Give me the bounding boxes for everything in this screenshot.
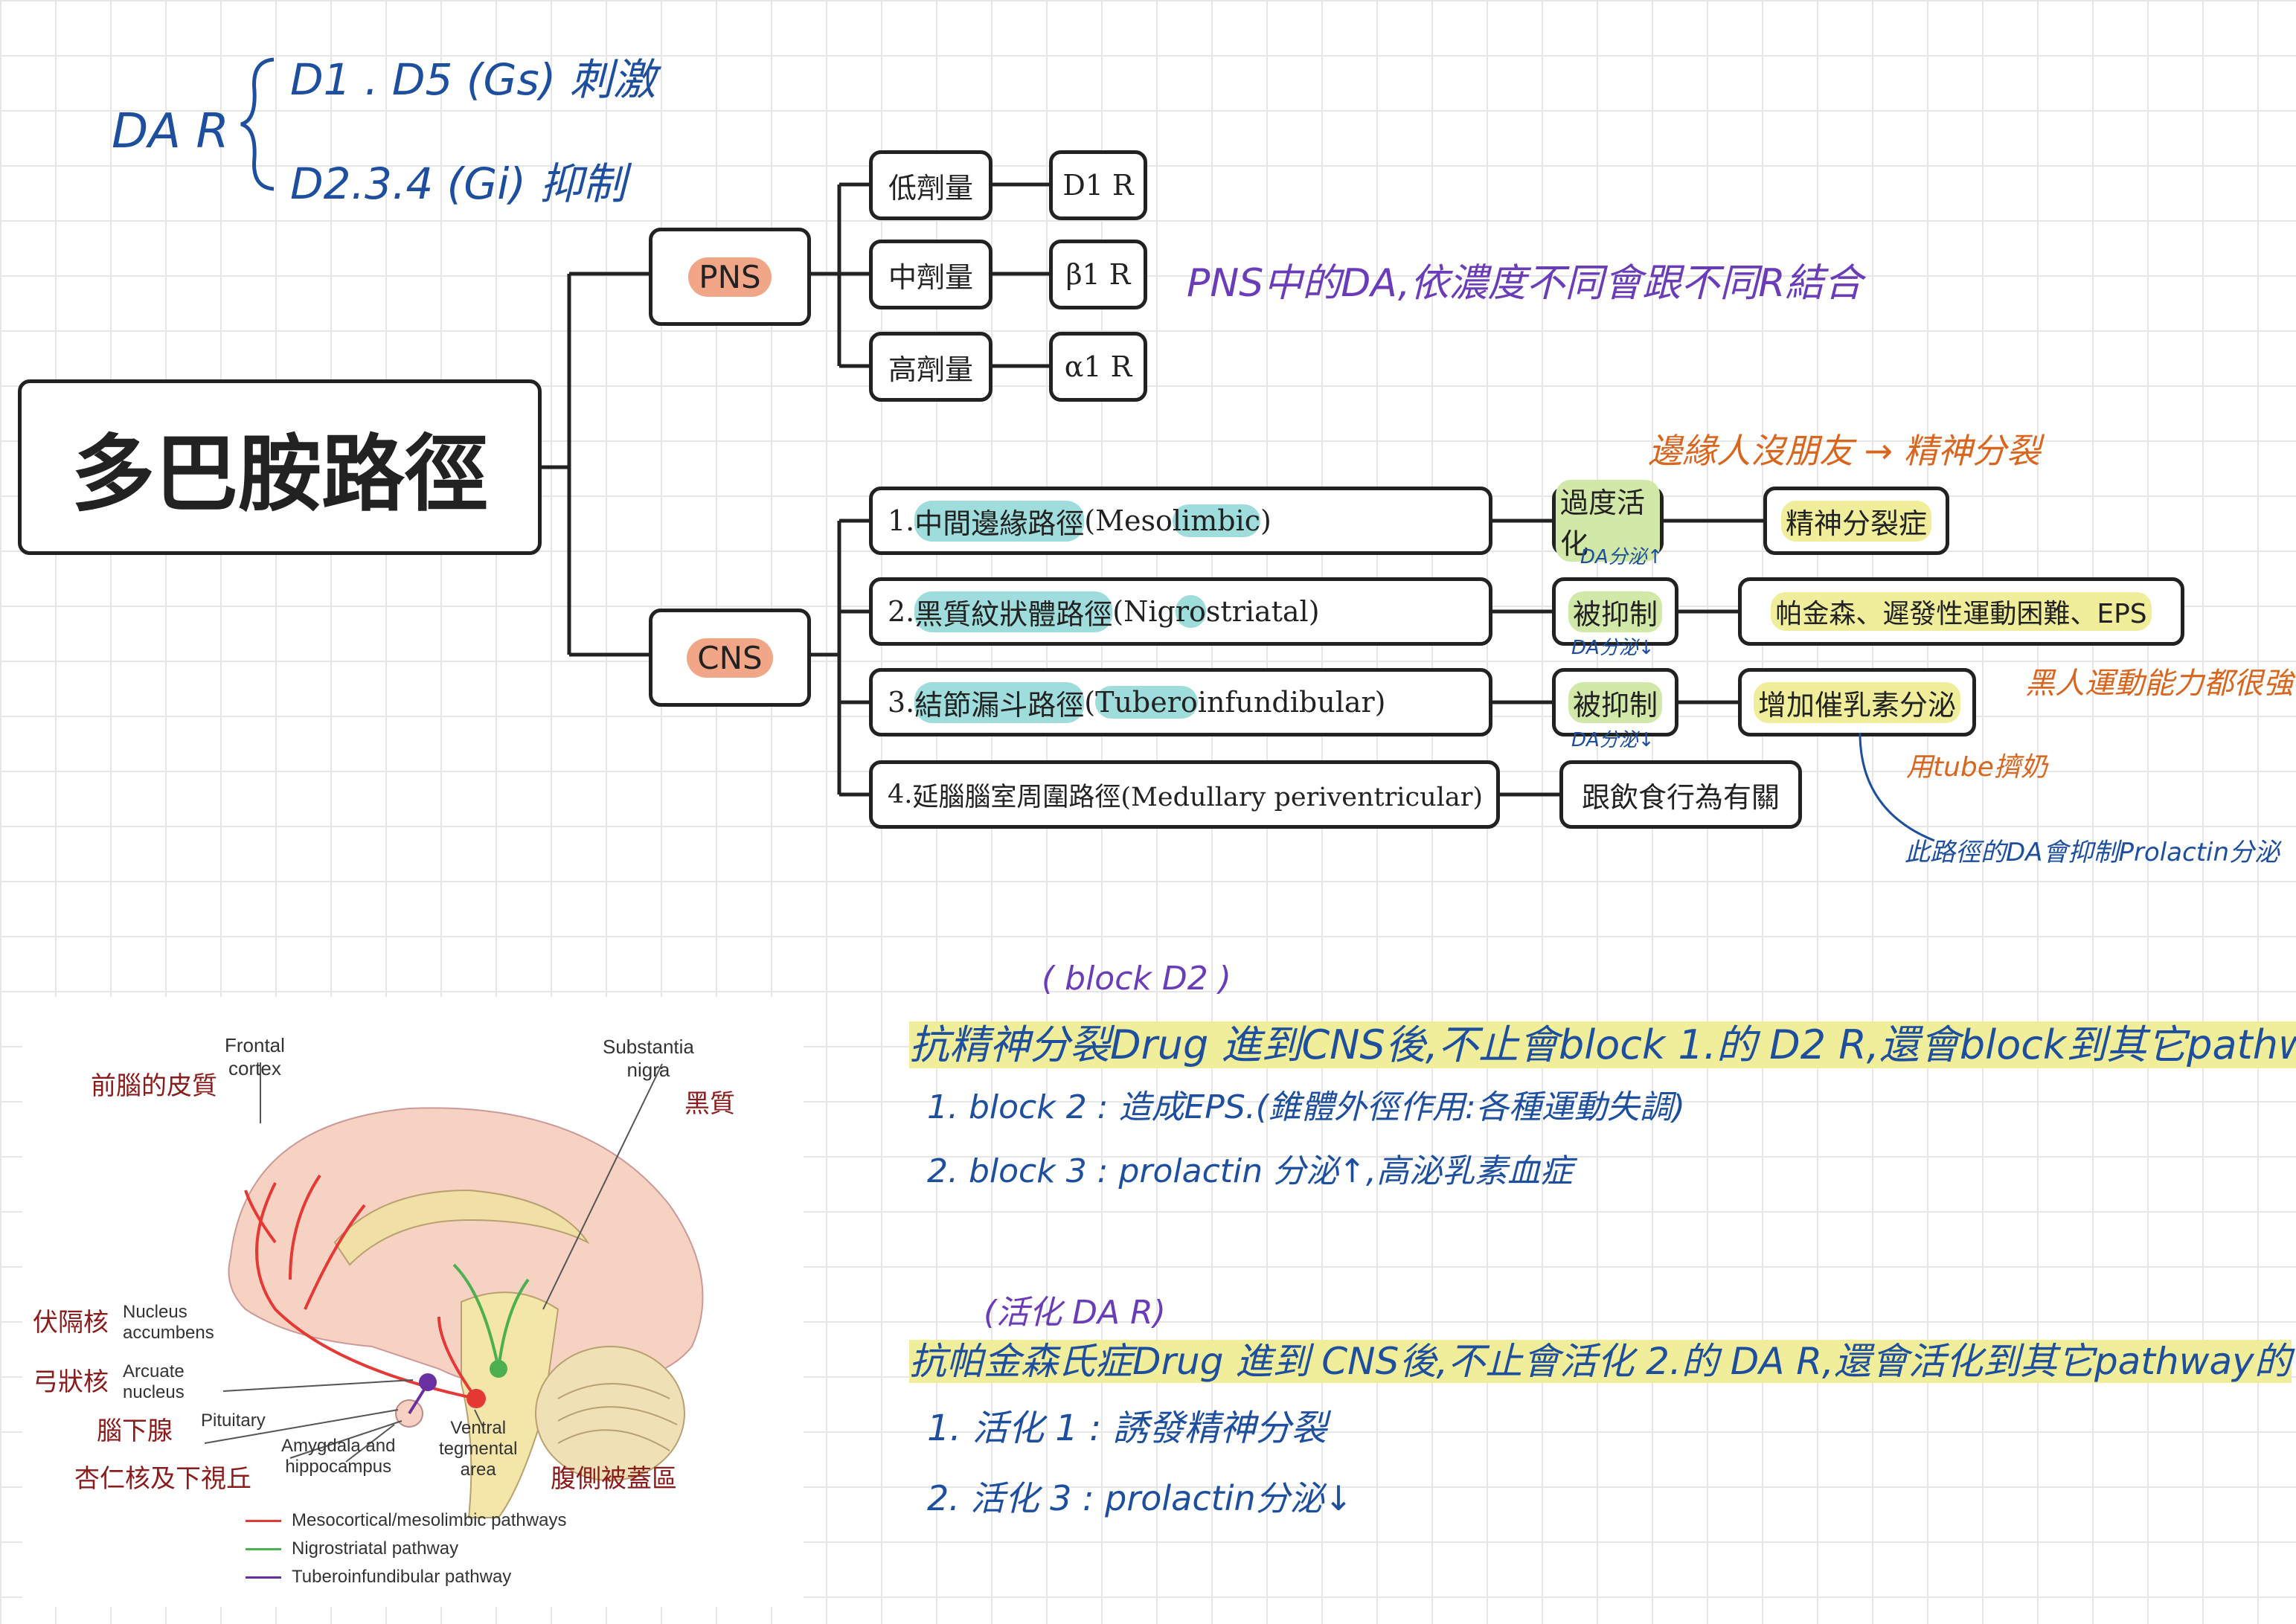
note-tube: 用tube擠奶 [1906, 752, 2048, 783]
cns-node: CNS [649, 609, 811, 707]
dose-mid: 中劑量 [869, 240, 993, 309]
pathway-4: 4. 延腦腦室周圍路徑(Medullary periventricular) [869, 760, 1500, 829]
note-prolactin: 此路徑的DA會抑制Prolactin分泌 [1905, 838, 2280, 867]
label-arcuate-zh: 弓狀核 [33, 1367, 109, 1397]
label-nucleus-en: Nucleus accumbens [123, 1302, 214, 1343]
note-anti-park-1: 1. 活化 1 : 誘發精神分裂 [927, 1408, 1327, 1449]
dose-high: 高劑量 [869, 332, 993, 402]
receptor-a1: α1 R [1049, 332, 1147, 402]
label-arcuate-en: Arcuate nucleus [123, 1361, 185, 1402]
note-activate-da: (活化 DA R) [984, 1294, 1166, 1332]
note-anti-schizo: 抗精神分裂Drug 進到CNS後,不止會block 1.的 D2 R,還會blo… [909, 1012, 2296, 1071]
receptor-b1: β1 R [1049, 240, 1147, 309]
outcome-2: 帕金森、遲發性運動困難、EPS [1738, 577, 2184, 646]
pns-label: PNS [688, 257, 772, 297]
label-vta-en: Ventral tegmental area [439, 1418, 518, 1480]
note-anti-schizo-2: 2. block 3 : prolactin 分泌↑,高泌乳素血症 [927, 1152, 1574, 1190]
brace-icon [240, 57, 275, 191]
outcome-1: 精神分裂症 [1763, 487, 1949, 555]
note-da-down-1: DA分泌↓ [1571, 637, 1655, 659]
pns-node: PNS [649, 228, 811, 326]
label-substantia-en: Substantia nigra [603, 1036, 694, 1081]
effect-3: 被抑制 [1552, 668, 1678, 736]
note-pns: PNS中的DA,依濃度不同會跟不同R結合 [1187, 261, 1863, 306]
label-frontal-en: Frontal cortex [225, 1034, 285, 1079]
root-node: 多巴胺路徑 [18, 379, 542, 555]
root-label: 多巴胺路徑 [71, 426, 488, 523]
label-nucleus-zh: 伏隔核 [33, 1308, 109, 1338]
note-block-d2: ( block D2 ) [1042, 960, 1231, 998]
note-motor: 黑人運動能力都很強 [2025, 667, 2293, 701]
legend: Mesocortical/mesolimbic pathways Nigrost… [246, 1510, 566, 1588]
note-anti-park-2: 2. 活化 3 : prolactin分泌↓ [927, 1478, 1353, 1518]
label-substantia-zh: 黑質 [684, 1089, 735, 1119]
tube-arrow-icon [1859, 732, 1935, 842]
note-schizo: 邊緣人沒朋友 → 精神分裂 [1648, 431, 2041, 471]
receptor-d1: D1 R [1049, 150, 1147, 220]
outcome-3: 增加催乳素分泌 [1738, 668, 1976, 736]
note-anti-park: 抗帕金森氏症Drug 進到 CNS後,不止會活化 2.的 DA R,還會活化到其… [909, 1340, 2292, 1383]
effect-1: 過度活化 [1552, 480, 1664, 562]
legend-item: Nigrostriatal pathway [246, 1538, 566, 1559]
cns-label: CNS [687, 638, 773, 678]
effect-2: 被抑制 [1552, 577, 1678, 646]
label-pituitary-zh: 腦下腺 [97, 1416, 173, 1446]
label-pituitary-en: Pituitary [201, 1410, 266, 1431]
note-da-r: DA R [112, 104, 229, 159]
dose-low: 低劑量 [869, 150, 993, 220]
legend-item: Tuberoinfundibular pathway [246, 1567, 566, 1588]
label-vta-zh: 腹側被蓋區 [551, 1464, 677, 1494]
note-d234: D2.3.4 (Gi) 抑制 [290, 158, 626, 209]
label-frontal-zh: 前腦的皮質 [91, 1071, 217, 1101]
brain-figure: Frontal cortex 前腦的皮質 Substantia nigra 黑質… [22, 997, 804, 1607]
note-d15: D1 . D5 (Gs) 刺激 [290, 54, 656, 105]
legend-item: Mesocortical/mesolimbic pathways [246, 1510, 566, 1531]
effect-4: 跟飲食行為有關 [1559, 760, 1802, 829]
note-da-down-2: DA分泌↓ [1571, 729, 1655, 751]
mindmap-connectors [542, 182, 1763, 797]
brain-illustration [204, 1062, 704, 1518]
note-da-up: DA分泌↑ [1580, 546, 1664, 568]
label-amygdala-zh: 杏仁核及下視丘 [74, 1464, 251, 1494]
label-amygdala-en: Amygdala and hippocampus [281, 1436, 396, 1477]
note-anti-schizo-1: 1. block 2 : 造成EPS.(錐體外徑作用:各種運動失調) [927, 1088, 1685, 1126]
